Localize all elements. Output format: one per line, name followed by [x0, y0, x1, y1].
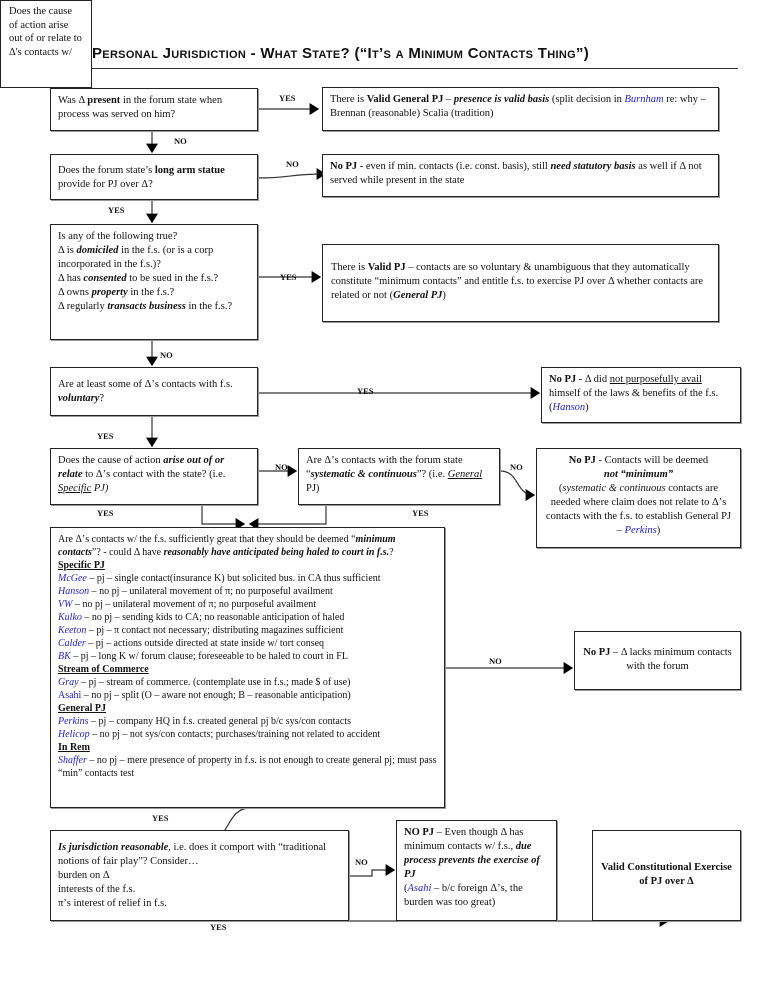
no-label: NO: [275, 462, 288, 472]
case-entry: Asahi – no pj – split (O – aware not eno…: [58, 689, 437, 702]
case-name: Shaffer: [58, 755, 87, 766]
case-name: VW: [58, 599, 73, 610]
case-entry: Shaffer – no pj – mere presence of prope…: [58, 754, 437, 780]
result-no-pj-due-process: NO PJ – Even though Δ has minimum contac…: [396, 820, 557, 921]
yes-label: YES: [412, 508, 429, 518]
no-label: NO: [510, 462, 523, 472]
case-holding: – pj – single contact(insurance K) but s…: [86, 573, 381, 584]
no-label: NO: [160, 350, 173, 360]
yes-label: YES: [210, 922, 227, 932]
case-name: Gray: [58, 677, 79, 688]
case-entry: Helicop – no pj – not sys/con contacts; …: [58, 728, 437, 741]
question-present: Was Δ present in the forum state when pr…: [50, 88, 258, 131]
no-label: NO: [489, 656, 502, 666]
page-title: Personal Jurisdiction - What State? (“It…: [92, 45, 590, 62]
case-holding: – no pj – split (O – aware not enough; B…: [81, 690, 351, 701]
result-valid-pj: There is Valid PJ – contacts are so volu…: [322, 244, 719, 322]
case-entry: Keeton – pj – π contact not necessary; d…: [58, 624, 437, 637]
result-valid-general-pj: There is Valid General PJ – presence is …: [322, 87, 719, 131]
case-entry: Calder – pj – actions outside directed a…: [58, 637, 437, 650]
result-valid-constitutional: Valid Constitutional Exercise of PJ over…: [592, 830, 741, 921]
yes-label: YES: [108, 205, 125, 215]
tooltip-popup: Does the cause of action arise out of or…: [0, 0, 92, 88]
yes-label: YES: [97, 431, 114, 441]
no-label: NO: [355, 857, 368, 867]
case-holding: – no pj – unilateral movement of π; no p…: [72, 599, 317, 610]
question-arise-out-of: Does the cause of action arise out of or…: [50, 448, 258, 505]
case-entry: McGee – pj – single contact(insurance K)…: [58, 572, 437, 585]
question-voluntary: Are at least some of Δ’s contacts with f…: [50, 367, 258, 416]
case-name: BK: [58, 651, 71, 662]
question-any-true: Is any of the following true? Δ is domic…: [50, 224, 258, 340]
yes-label: YES: [97, 508, 114, 518]
section-heading: General PJ: [58, 703, 107, 714]
question-minimum-contacts: Are Δ’s contacts w/ the f.s. sufficientl…: [50, 527, 445, 808]
case-holding: – no pj – unilateral movement of π; no p…: [89, 586, 333, 597]
case-entry: Gray – pj – stream of commerce. (contemp…: [58, 676, 437, 689]
result-no-pj-statutory: No PJ - even if min. contacts (i.e. cons…: [322, 154, 719, 197]
section-heading: Specific PJ: [58, 560, 105, 571]
section-heading: In Rem: [58, 742, 90, 753]
question-systematic: Are Δ’s contacts with the forum state “s…: [298, 448, 500, 505]
case-entry: Hanson – no pj – unilateral movement of …: [58, 585, 437, 598]
case-entry: VW – no pj – unilateral movement of π; n…: [58, 598, 437, 611]
case-entry: Perkins – pj – company HQ in f.s. create…: [58, 715, 437, 728]
case-name: Keeton: [58, 625, 87, 636]
case-holding: – pj – stream of commerce. (contemplate …: [78, 677, 351, 688]
section-heading: Stream of Commerce: [58, 664, 149, 675]
case-entry: BK – pj – long K w/ forum clause; forese…: [58, 650, 437, 663]
result-no-pj-avail: No PJ - Δ did not purposefully avail him…: [541, 367, 741, 423]
case-holding: – pj – actions outside directed at state…: [85, 638, 325, 649]
case-name: Hanson: [58, 586, 90, 597]
case-name: Calder: [58, 638, 86, 649]
title-rule: [92, 68, 738, 69]
case-name: McGee: [58, 573, 87, 584]
case-holding: – pj – long K w/ forum clause; foreseeab…: [70, 651, 348, 662]
case-holding: – pj – company HQ in f.s. created genera…: [88, 716, 351, 727]
case-holding: – no pj – not sys/con contacts; purchase…: [89, 729, 381, 740]
case-holding: – no pj – sending kids to CA; no reasona…: [81, 612, 345, 623]
case-name: Asahi: [58, 690, 82, 701]
yes-label: YES: [280, 272, 297, 282]
question-long-arm: Does the forum state’s long arm statue p…: [50, 154, 258, 200]
question-reasonable: Is jurisdiction reasonable, i.e. does it…: [50, 830, 349, 921]
yes-label: YES: [357, 386, 374, 396]
case-name: Helicop: [58, 729, 90, 740]
no-label: NO: [286, 159, 299, 169]
yes-label: YES: [152, 813, 169, 823]
result-no-pj-lacks-contacts: No PJ – Δ lacks minimum contacts with th…: [574, 631, 741, 690]
result-no-pj-not-minimum: No PJ - Contacts will be deemed not “min…: [536, 448, 741, 548]
case-name: Perkins: [58, 716, 89, 727]
case-holding: – pj – π contact not necessary; distribu…: [86, 625, 344, 636]
case-name: Kulko: [58, 612, 82, 623]
case-holding: – no pj – mere presence of property in f…: [58, 755, 437, 779]
yes-label: YES: [279, 93, 296, 103]
no-label: NO: [174, 136, 187, 146]
case-entry: Kulko – no pj – sending kids to CA; no r…: [58, 611, 437, 624]
